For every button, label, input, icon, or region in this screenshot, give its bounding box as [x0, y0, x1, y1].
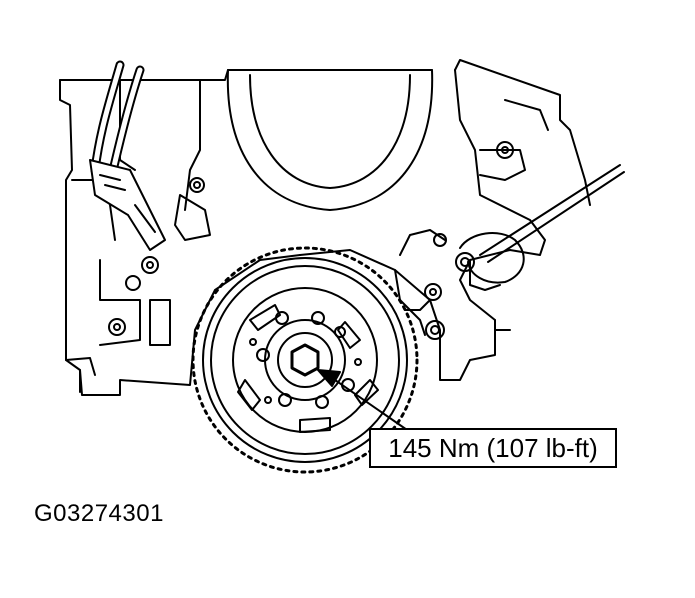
wiring-harness	[89, 60, 166, 251]
cylinder-bore	[226, 69, 434, 211]
torque-label: 145 Nm (107 lb-ft)	[388, 432, 598, 463]
crankshaft-sprocket	[191, 246, 419, 474]
torque-callout: 145 Nm (107 lb-ft)	[369, 428, 617, 468]
callout-arrow	[317, 369, 411, 433]
dipstick-tube	[459, 164, 625, 284]
figure-id: G03274301	[34, 500, 164, 527]
block-bolts	[108, 141, 514, 340]
